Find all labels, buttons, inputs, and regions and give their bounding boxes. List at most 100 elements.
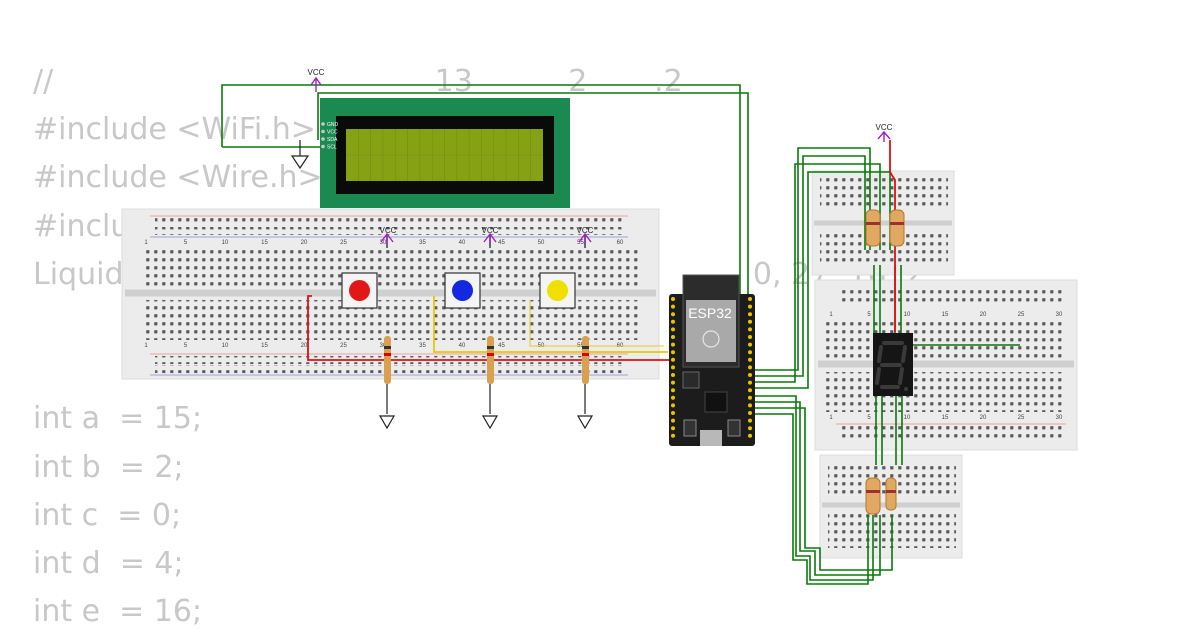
breadboard-column-label: 20 <box>980 312 987 318</box>
lcd-pin <box>321 122 325 126</box>
segment-resistors <box>865 209 905 515</box>
breadboard-column-label: 35 <box>419 240 426 246</box>
breadboard-column-label: 45 <box>498 240 505 246</box>
esp32-pin <box>748 335 752 339</box>
breadboard-column-label: 30 <box>1056 312 1063 318</box>
breadboard-column-label: 40 <box>459 343 466 349</box>
esp32-pin <box>748 297 752 301</box>
breadboard-column-label: 15 <box>261 240 268 246</box>
esp32-pin <box>671 350 675 355</box>
code-line: int c = 0; <box>33 497 182 533</box>
code-line: int e = 16; <box>33 594 203 630</box>
breadboard-column-label: 40 <box>459 240 466 246</box>
vcc-label: VCC <box>577 226 594 235</box>
breadboard-column-label: 5 <box>867 312 871 318</box>
esp32-pin <box>671 388 675 393</box>
breadboard-column-label: 5 <box>867 415 871 421</box>
lcd-pin <box>321 137 325 141</box>
vcc-label: VCC <box>308 68 325 77</box>
breadboard-column-label: 5 <box>184 343 188 349</box>
breadboard-column-label: 25 <box>1018 312 1025 318</box>
esp32-pin <box>671 319 675 324</box>
lcd-pin-label: VCC <box>327 130 338 136</box>
breadboard-column-label: 10 <box>222 343 229 349</box>
esp32-board <box>669 274 755 446</box>
vcc-label: VCC <box>482 226 499 235</box>
breadboard-column-label: 1 <box>829 312 833 318</box>
esp32-pin <box>671 433 675 438</box>
esp32-pin <box>748 426 752 431</box>
esp32-pin <box>748 319 752 324</box>
vcc-label: VCC <box>380 226 397 235</box>
breadboard-column-label: 5 <box>184 240 188 246</box>
code-line: #include <WiFi.h> <box>33 112 316 148</box>
breadboard-column-label: 10 <box>904 312 911 318</box>
esp32-pin <box>671 380 675 385</box>
breadboard-column-label: 60 <box>617 240 624 246</box>
esp32-pin <box>671 335 675 339</box>
esp32-pin <box>671 297 675 301</box>
esp32-pin <box>671 304 675 309</box>
breadboard-column-label: 25 <box>340 343 347 349</box>
esp32-pin <box>671 395 675 400</box>
esp32-pin <box>671 403 675 408</box>
breadboard-column-label: 25 <box>1018 415 1025 421</box>
lcd-pin-label: SDA <box>327 137 338 143</box>
code-line: int d = 4; <box>33 546 184 581</box>
esp32-pin <box>748 411 752 415</box>
esp32-pin <box>748 403 752 408</box>
esp32-pin <box>671 418 675 423</box>
code-line: int a = 15; <box>33 401 203 437</box>
esp32-pin <box>671 373 675 377</box>
lcd-pin <box>321 129 325 134</box>
esp32-pin <box>748 365 752 370</box>
breadboard-column-label: 1 <box>829 415 833 421</box>
esp32-pin <box>671 342 675 347</box>
vcc-symbols: VCC VCC VCC VCC VCC <box>308 68 893 246</box>
ground-symbols <box>290 140 594 430</box>
breadboard-column-label: 35 <box>419 343 426 349</box>
push-button-blue[interactable] <box>444 272 481 309</box>
push-button-yellow[interactable] <box>539 272 576 309</box>
lcd-pin-label: GND <box>327 122 339 128</box>
breadboard-column-label: 25 <box>340 240 347 246</box>
breadboard-column-label: 10 <box>222 240 229 246</box>
esp32-pin <box>748 357 752 362</box>
esp32-pin <box>671 365 675 370</box>
breadboard-column-label: 20 <box>301 343 308 349</box>
esp32-pin <box>748 388 752 393</box>
breadboard-column-label: 30 <box>1056 415 1063 421</box>
breadboard-column-label: 55 <box>577 240 584 246</box>
esp32-pin <box>748 327 752 332</box>
esp32-pin <box>748 373 752 377</box>
wires <box>221 84 1020 585</box>
breadboard-column-label: 1 <box>144 343 148 349</box>
push-button-red[interactable] <box>341 272 378 309</box>
esp32-pin <box>748 433 752 438</box>
esp32-pin <box>671 327 675 332</box>
right-top-breadboard <box>811 170 955 276</box>
esp32-pin <box>748 312 752 317</box>
breadboard-column-label: 30 <box>380 343 387 349</box>
esp32-pin <box>748 380 752 385</box>
breadboard-column-label: 30 <box>380 240 387 246</box>
breadboard-column-label: 15 <box>942 415 949 421</box>
lcd-pin <box>321 144 325 149</box>
breadboard-column-label: 10 <box>904 415 911 421</box>
esp32-pin <box>748 418 752 423</box>
esp32-label: ESP32 <box>688 305 732 321</box>
esp32-pin <box>671 411 675 415</box>
breadboard-column-label: 45 <box>498 343 505 349</box>
lcd-pin-label: SCL <box>327 145 337 151</box>
esp32-pin <box>671 357 675 362</box>
esp32-pin <box>671 426 675 431</box>
breadboard-column-label: 20 <box>301 240 308 246</box>
breadboard-column-label: 1 <box>144 240 148 246</box>
code-line: int b = 2; <box>33 449 184 485</box>
breadboard-column-label: 15 <box>261 343 268 349</box>
breadboard-column-label: 20 <box>980 415 987 421</box>
vcc-label: VCC <box>876 123 893 132</box>
